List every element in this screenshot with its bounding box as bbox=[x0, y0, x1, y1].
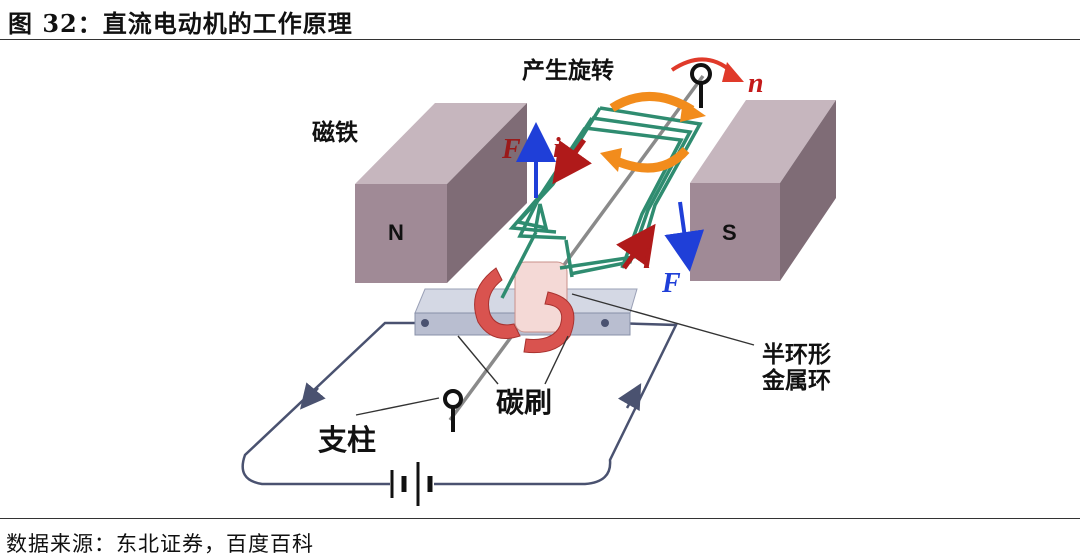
circuit-arrow-right bbox=[617, 383, 642, 412]
north-magnet bbox=[355, 103, 527, 283]
pole-south-label: S bbox=[722, 220, 737, 245]
current-symbol-left: i bbox=[553, 133, 561, 164]
circuit-arrow-left bbox=[299, 382, 326, 410]
motor-shaft bbox=[448, 74, 705, 422]
top-pillar bbox=[690, 63, 712, 108]
rotation-label: 产生旋转 bbox=[522, 57, 614, 84]
force-symbol-right: F bbox=[661, 268, 681, 299]
rotation-arrowhead-top bbox=[680, 100, 706, 122]
south-magnet bbox=[690, 100, 836, 281]
force-symbol-left: F bbox=[501, 134, 521, 165]
magnet-label: 磁铁 bbox=[312, 119, 358, 146]
rotation-speed-symbol: n bbox=[748, 68, 764, 99]
brush-label: 碳刷 bbox=[496, 386, 552, 419]
bottom-rule bbox=[0, 518, 1080, 519]
figure-source: 数据来源：东北证券，百度百科 bbox=[6, 532, 314, 556]
commutator-label: 半环形 bbox=[762, 342, 831, 368]
commutator-label-line2: 金属环 bbox=[761, 367, 831, 394]
circuit-wire bbox=[241, 321, 678, 486]
dc-motor-diagram: N S bbox=[241, 57, 836, 506]
pillar-label: 支柱 bbox=[318, 423, 376, 457]
figure-caption: 图 32：直流电动机的工作原理 bbox=[8, 9, 353, 38]
force-arrow-right bbox=[664, 201, 705, 272]
top-rule bbox=[0, 39, 1080, 40]
current-arrow-left bbox=[552, 138, 592, 185]
bottom-pillar bbox=[443, 389, 463, 432]
rotation-arrowhead-bottom bbox=[600, 148, 622, 172]
current-arrow-right bbox=[616, 223, 656, 270]
rotation-direction-arrowhead bbox=[722, 62, 744, 82]
leader-lines bbox=[355, 293, 755, 416]
pole-north-label: N bbox=[388, 220, 404, 245]
battery-icon bbox=[390, 462, 433, 506]
current-symbol-right: i bbox=[643, 244, 651, 275]
commutator-rings bbox=[474, 261, 575, 354]
